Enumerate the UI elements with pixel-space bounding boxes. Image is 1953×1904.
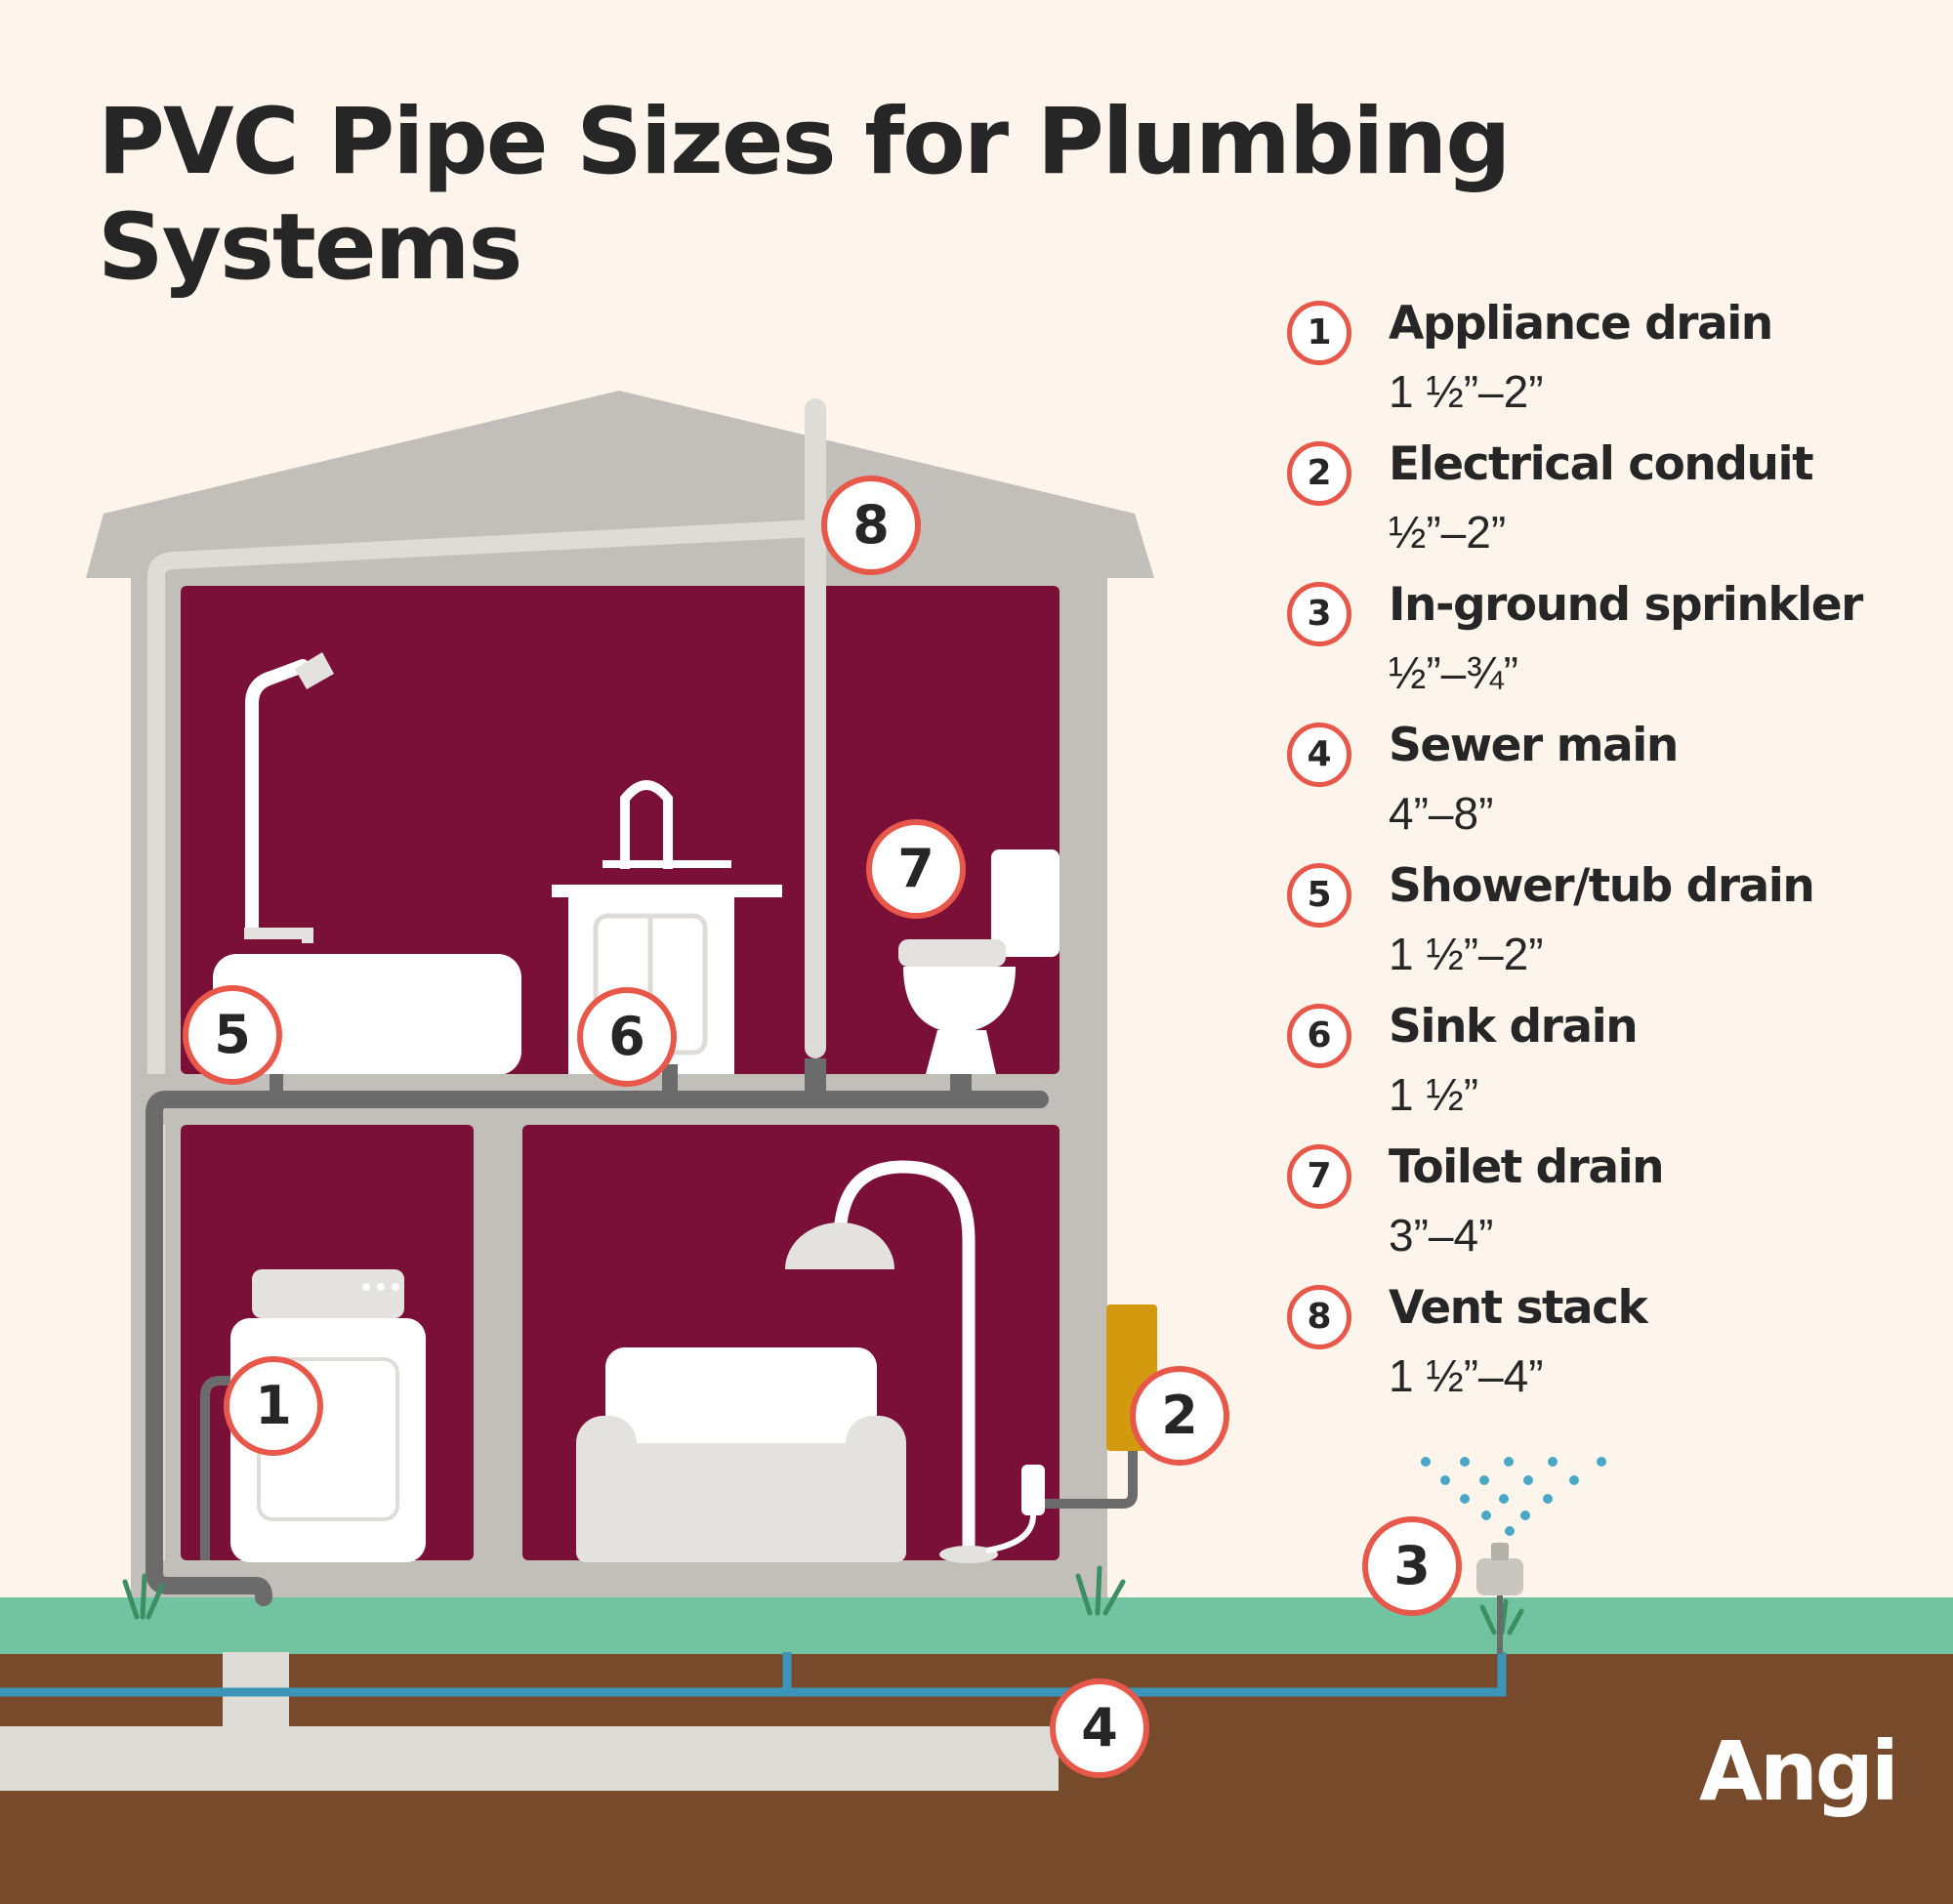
callout-2-number: 2 bbox=[1161, 1385, 1198, 1446]
legend-number-badge: 4 bbox=[1287, 723, 1351, 787]
floor-lamp-shade bbox=[785, 1222, 894, 1269]
callout-5-number: 5 bbox=[214, 1004, 251, 1065]
sprinkler-spray bbox=[1421, 1457, 1606, 1536]
sink-drain-stub bbox=[662, 1064, 678, 1099]
sprinkler-nozzle bbox=[1491, 1543, 1509, 1560]
washer-knob bbox=[377, 1283, 385, 1291]
legend-number-badge: 7 bbox=[1287, 1144, 1351, 1209]
floor-lamp-base bbox=[939, 1546, 998, 1563]
pipe-size-legend: 1 Appliance drain 1 ½”–2” 2 Electrical c… bbox=[1287, 293, 1941, 1418]
callout-3-number: 3 bbox=[1393, 1535, 1431, 1596]
washer-knob bbox=[392, 1283, 399, 1291]
grass-strip bbox=[0, 1597, 1953, 1654]
legend-number-badge: 8 bbox=[1287, 1285, 1351, 1349]
vent-stack bbox=[805, 398, 826, 1058]
washer-top bbox=[252, 1269, 404, 1318]
legend-number-badge: 5 bbox=[1287, 863, 1351, 928]
legend-number-badge: 2 bbox=[1287, 441, 1351, 506]
callout-1: 1 bbox=[224, 1356, 323, 1456]
legend-item-sink-drain: 6 Sink drain 1 ½” bbox=[1287, 996, 1941, 1137]
wall-outlet bbox=[1021, 1465, 1045, 1515]
washer-knob bbox=[362, 1283, 370, 1291]
sprinkler-head bbox=[1476, 1558, 1523, 1595]
legend-number-badge: 6 bbox=[1287, 1004, 1351, 1068]
legend-item-size: 1 ½”–2” bbox=[1389, 929, 1544, 979]
toilet-base bbox=[926, 1030, 996, 1074]
legend-item-name: Vent stack bbox=[1389, 1281, 1648, 1335]
legend-item-vent-stack: 8 Vent stack 1 ½”–4” bbox=[1287, 1277, 1941, 1418]
grass-tuft bbox=[122, 1573, 165, 1620]
legend-item-name: Shower/tub drain bbox=[1389, 859, 1815, 913]
armchair-arm bbox=[846, 1416, 906, 1562]
legend-item-size: ½”–2” bbox=[1389, 507, 1507, 558]
shower-riser bbox=[245, 659, 310, 939]
main-drain-line bbox=[145, 1091, 1049, 1606]
page-title: PVC Pipe Sizes for Plumbing Systems bbox=[98, 89, 1512, 301]
legend-item-size: 1 ½”–2” bbox=[1389, 366, 1544, 417]
legend-item-name: Electrical conduit bbox=[1389, 437, 1814, 491]
legend-item-name: In-ground sprinkler bbox=[1389, 578, 1863, 632]
callout-1-number: 1 bbox=[255, 1375, 292, 1436]
sewer-main-pipe bbox=[0, 1726, 1059, 1791]
legend-item-size: 4”–8” bbox=[1389, 788, 1494, 839]
callout-8-number: 8 bbox=[852, 494, 890, 556]
floor-lamp-stand bbox=[833, 1160, 976, 1551]
bathtub bbox=[213, 954, 521, 1075]
armchair-arm bbox=[576, 1416, 637, 1562]
legend-item-size: 1 ½” bbox=[1389, 1069, 1479, 1120]
appliance-drain-pipe bbox=[200, 1376, 232, 1560]
tub-spout bbox=[244, 928, 313, 943]
callout-2: 2 bbox=[1130, 1366, 1229, 1466]
shower-head bbox=[295, 652, 334, 689]
legend-number-badge: 1 bbox=[1287, 301, 1351, 365]
tub-drain-stub bbox=[270, 1074, 283, 1099]
legend-item-size: 3”–4” bbox=[1389, 1210, 1494, 1261]
grass-tuft bbox=[1075, 1565, 1126, 1616]
callout-7: 7 bbox=[866, 819, 966, 919]
toilet-bowl bbox=[903, 967, 1016, 1033]
vanity-top bbox=[552, 885, 782, 897]
callout-3: 3 bbox=[1362, 1516, 1462, 1616]
electrical-conduit-pipe bbox=[1037, 1451, 1138, 1509]
legend-item-name: Sink drain bbox=[1389, 1000, 1639, 1054]
legend-item-name: Appliance drain bbox=[1389, 297, 1773, 351]
callout-5: 5 bbox=[183, 985, 282, 1085]
callout-6-number: 6 bbox=[608, 1006, 645, 1067]
legend-item-name: Toilet drain bbox=[1389, 1140, 1665, 1194]
legend-item-electrical-conduit: 2 Electrical conduit ½”–2” bbox=[1287, 434, 1941, 574]
legend-item-shower-tub-drain: 5 Shower/tub drain 1 ½”–2” bbox=[1287, 855, 1941, 996]
faucet-handles bbox=[603, 860, 731, 868]
armchair-body bbox=[576, 1443, 906, 1562]
lamp-cord bbox=[985, 1514, 1036, 1553]
water-supply-line bbox=[0, 1652, 1507, 1697]
legend-item-size: ½”–¾” bbox=[1389, 647, 1518, 698]
legend-item-in-ground-sprinkler: 3 In-ground sprinkler ½”–¾” bbox=[1287, 574, 1941, 715]
legend-item-sewer-main: 4 Sewer main 4”–8” bbox=[1287, 715, 1941, 855]
callout-4: 4 bbox=[1050, 1678, 1149, 1778]
sink-faucet bbox=[620, 780, 673, 869]
callout-7-number: 7 bbox=[897, 838, 935, 899]
armchair-back bbox=[605, 1347, 877, 1455]
legend-number-badge: 3 bbox=[1287, 582, 1351, 646]
legend-item-size: 1 ½”–4” bbox=[1389, 1350, 1544, 1401]
legend-item-appliance-drain: 1 Appliance drain 1 ½”–2” bbox=[1287, 293, 1941, 434]
toilet-drain-stub bbox=[950, 1074, 972, 1099]
callout-4-number: 4 bbox=[1081, 1697, 1118, 1759]
legend-item-name: Sewer main bbox=[1389, 719, 1679, 772]
toilet-seat bbox=[898, 939, 1006, 967]
callout-6: 6 bbox=[577, 987, 677, 1087]
callout-8: 8 bbox=[821, 476, 921, 575]
toilet-tank bbox=[991, 849, 1060, 957]
legend-item-toilet-drain: 7 Toilet drain 3”–4” bbox=[1287, 1137, 1941, 1277]
vent-pipe-horizontal bbox=[147, 519, 815, 1560]
angi-logo: Angi bbox=[1699, 1723, 1899, 1819]
vent-stack-base bbox=[805, 1058, 826, 1099]
